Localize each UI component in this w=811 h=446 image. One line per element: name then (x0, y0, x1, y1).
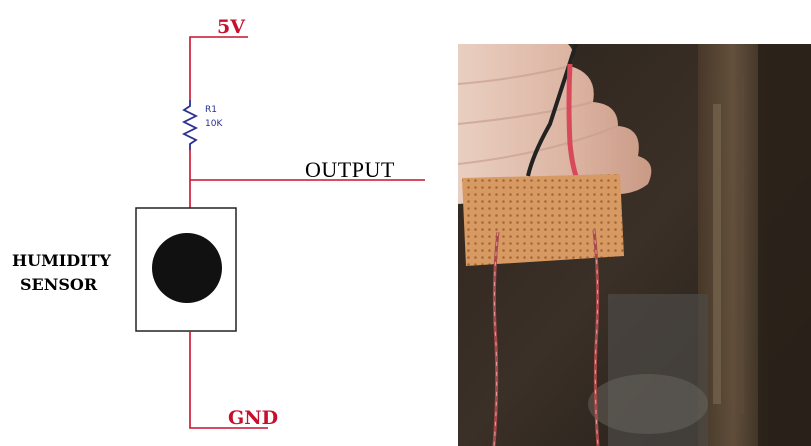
output-label: OUTPUT (305, 157, 395, 182)
sensor-label-line2: SENSOR (20, 275, 98, 294)
schematic: 5V R1 10K OUTPUT HUMIDITY SENSOR GND (12, 16, 425, 429)
wood-beam (698, 44, 768, 446)
ground-label: GND (228, 407, 279, 429)
supply-wire (189, 36, 248, 100)
schematic-wires (135, 36, 425, 429)
resistor-value-label: 10K (205, 119, 223, 129)
red-wire-top (566, 63, 579, 177)
hand (458, 44, 652, 204)
sensor-photo (458, 44, 811, 446)
resistor-reference-label: R1 (205, 105, 217, 115)
resistor-r1 (181, 100, 199, 150)
supply-voltage-label: 5V (217, 16, 245, 38)
humidity-sensor-element (152, 233, 222, 303)
ground-wire (189, 331, 268, 429)
sensor-label-line1: HUMIDITY (12, 251, 111, 270)
